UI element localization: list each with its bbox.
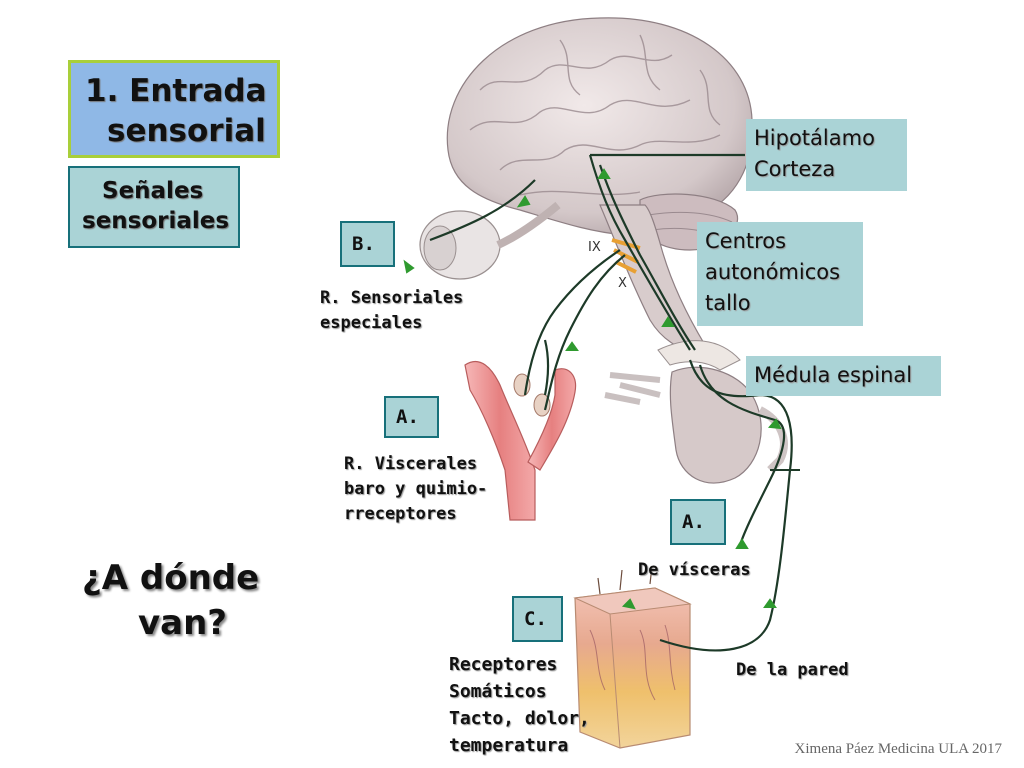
eye-drawing (419, 201, 561, 280)
nerve-x-label: X (618, 276, 627, 291)
letter-a-visceral-label: A. (384, 396, 439, 438)
spinal-cord-label: Médula espinal (746, 356, 941, 396)
author-credit: Ximena Páez Medicina ULA 2017 (794, 741, 1002, 757)
nerve-ix-label: IX (588, 240, 601, 255)
signals-label-line1: Señales (102, 178, 204, 204)
direction-arrows (403, 168, 782, 610)
question-line1: ¿A dónde (82, 558, 260, 598)
section-title: 1. Entrada sensorial (68, 60, 280, 158)
somatic-receptors-caption: Receptores Somáticos Tacto, dolor, tempe… (449, 654, 590, 756)
hypothalamus-label: Hipotálamo Corteza (746, 119, 907, 191)
question-line2: van? (138, 603, 228, 643)
wall-caption: De la pared (736, 660, 849, 680)
signals-label: Señales sensoriales (68, 166, 240, 248)
letter-c-label: C. (512, 596, 563, 642)
letter-a-viscera-label: A. (670, 499, 726, 545)
autonomic-centers-label: Centros autonómicos tallo (697, 222, 863, 326)
letter-b-label: B. (340, 221, 395, 267)
question-text: ¿A dónde van? (82, 556, 259, 646)
viscera-caption: De vísceras (638, 560, 751, 580)
section-title-line1: 1. Entrada (85, 73, 267, 109)
signals-label-line2: sensoriales (82, 208, 230, 234)
visceral-receptors-caption: R. Viscerales baro y quimio- rreceptores (344, 454, 488, 524)
carotid-drawing (464, 360, 577, 521)
skin-block-drawing (573, 565, 692, 749)
special-receptors-caption: R. Sensoriales especiales (320, 288, 464, 333)
section-title-line2: sensorial (107, 113, 266, 149)
nerve-pathways (429, 153, 793, 652)
